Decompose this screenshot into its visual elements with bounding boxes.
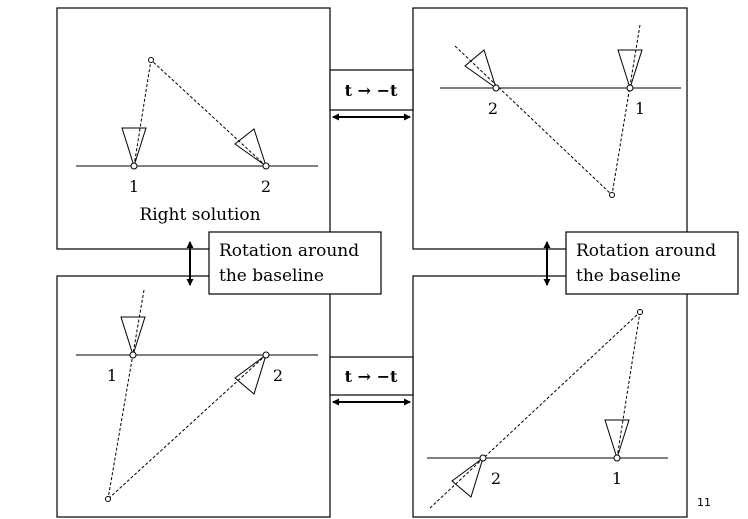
ray-camera-2 <box>429 311 641 509</box>
transform-label: t → −t <box>345 367 398 386</box>
camera-center-1 <box>613 454 621 462</box>
camera-2-icon <box>234 128 267 168</box>
rotation-line-1: Rotation around <box>576 241 716 261</box>
label-camera-1: 1 <box>107 366 117 385</box>
rotation-left: Rotation around the baseline <box>186 231 382 295</box>
panel-frame <box>56 275 331 518</box>
label-camera-2: 2 <box>261 177 271 196</box>
camera-2-icon <box>451 456 484 498</box>
rotation-box <box>208 231 382 295</box>
ray-camera-1 <box>133 59 152 167</box>
label-camera-1: 1 <box>635 99 645 118</box>
rotation-line-1: Rotation around <box>219 241 359 261</box>
label-camera-1: 1 <box>129 177 139 196</box>
panel-top-left: 1 2 Right solution <box>56 7 331 250</box>
camera-center-2 <box>479 454 487 462</box>
ray-camera-2 <box>454 45 613 196</box>
panel-frame <box>56 7 331 250</box>
transform-top: t → −t <box>329 69 414 121</box>
label-camera-1: 1 <box>612 469 622 488</box>
label-camera-2: 2 <box>488 99 498 118</box>
rotation-box <box>565 231 739 295</box>
ray-camera-2 <box>150 59 267 167</box>
ray-camera-2 <box>107 354 267 500</box>
transform-label: t → −t <box>345 81 398 100</box>
transform-box <box>329 356 414 396</box>
camera-1-icon <box>604 419 630 460</box>
rotation-line-2: the baseline <box>219 266 324 286</box>
ray-camera-1 <box>616 311 641 459</box>
camera-center-2 <box>492 84 500 92</box>
camera-1-icon <box>120 316 146 357</box>
rotation-right: Rotation around the baseline <box>543 231 739 295</box>
camera-1-icon <box>121 127 147 168</box>
camera-center-1 <box>130 162 138 170</box>
camera-2-icon <box>234 353 267 395</box>
label-camera-2: 2 <box>273 366 283 385</box>
panel-bottom-left: 1 2 <box>56 275 331 518</box>
panel-top-right: 1 2 <box>412 7 688 250</box>
point-3d <box>148 57 154 63</box>
camera-center-1 <box>129 351 137 359</box>
camera-center-1 <box>626 84 634 92</box>
caption-right-solution: Right solution <box>139 205 260 225</box>
ray-camera-1 <box>611 24 641 196</box>
label-camera-2: 2 <box>491 469 501 488</box>
camera-center-2 <box>262 162 270 170</box>
panel-frame <box>412 7 688 250</box>
point-3d <box>637 309 643 315</box>
point-3d <box>105 496 111 502</box>
ray-camera-1 <box>107 289 145 500</box>
page-number: 11 <box>697 496 711 509</box>
transform-box <box>329 69 414 111</box>
panel-bottom-right: 1 2 <box>412 275 688 518</box>
panel-frame <box>412 275 688 518</box>
transform-bottom: t → −t <box>329 356 414 406</box>
camera-1-icon <box>617 49 643 90</box>
point-3d <box>609 192 615 198</box>
camera-center-2 <box>262 351 270 359</box>
rotation-line-2: the baseline <box>576 266 681 286</box>
camera-2-icon <box>464 49 497 90</box>
